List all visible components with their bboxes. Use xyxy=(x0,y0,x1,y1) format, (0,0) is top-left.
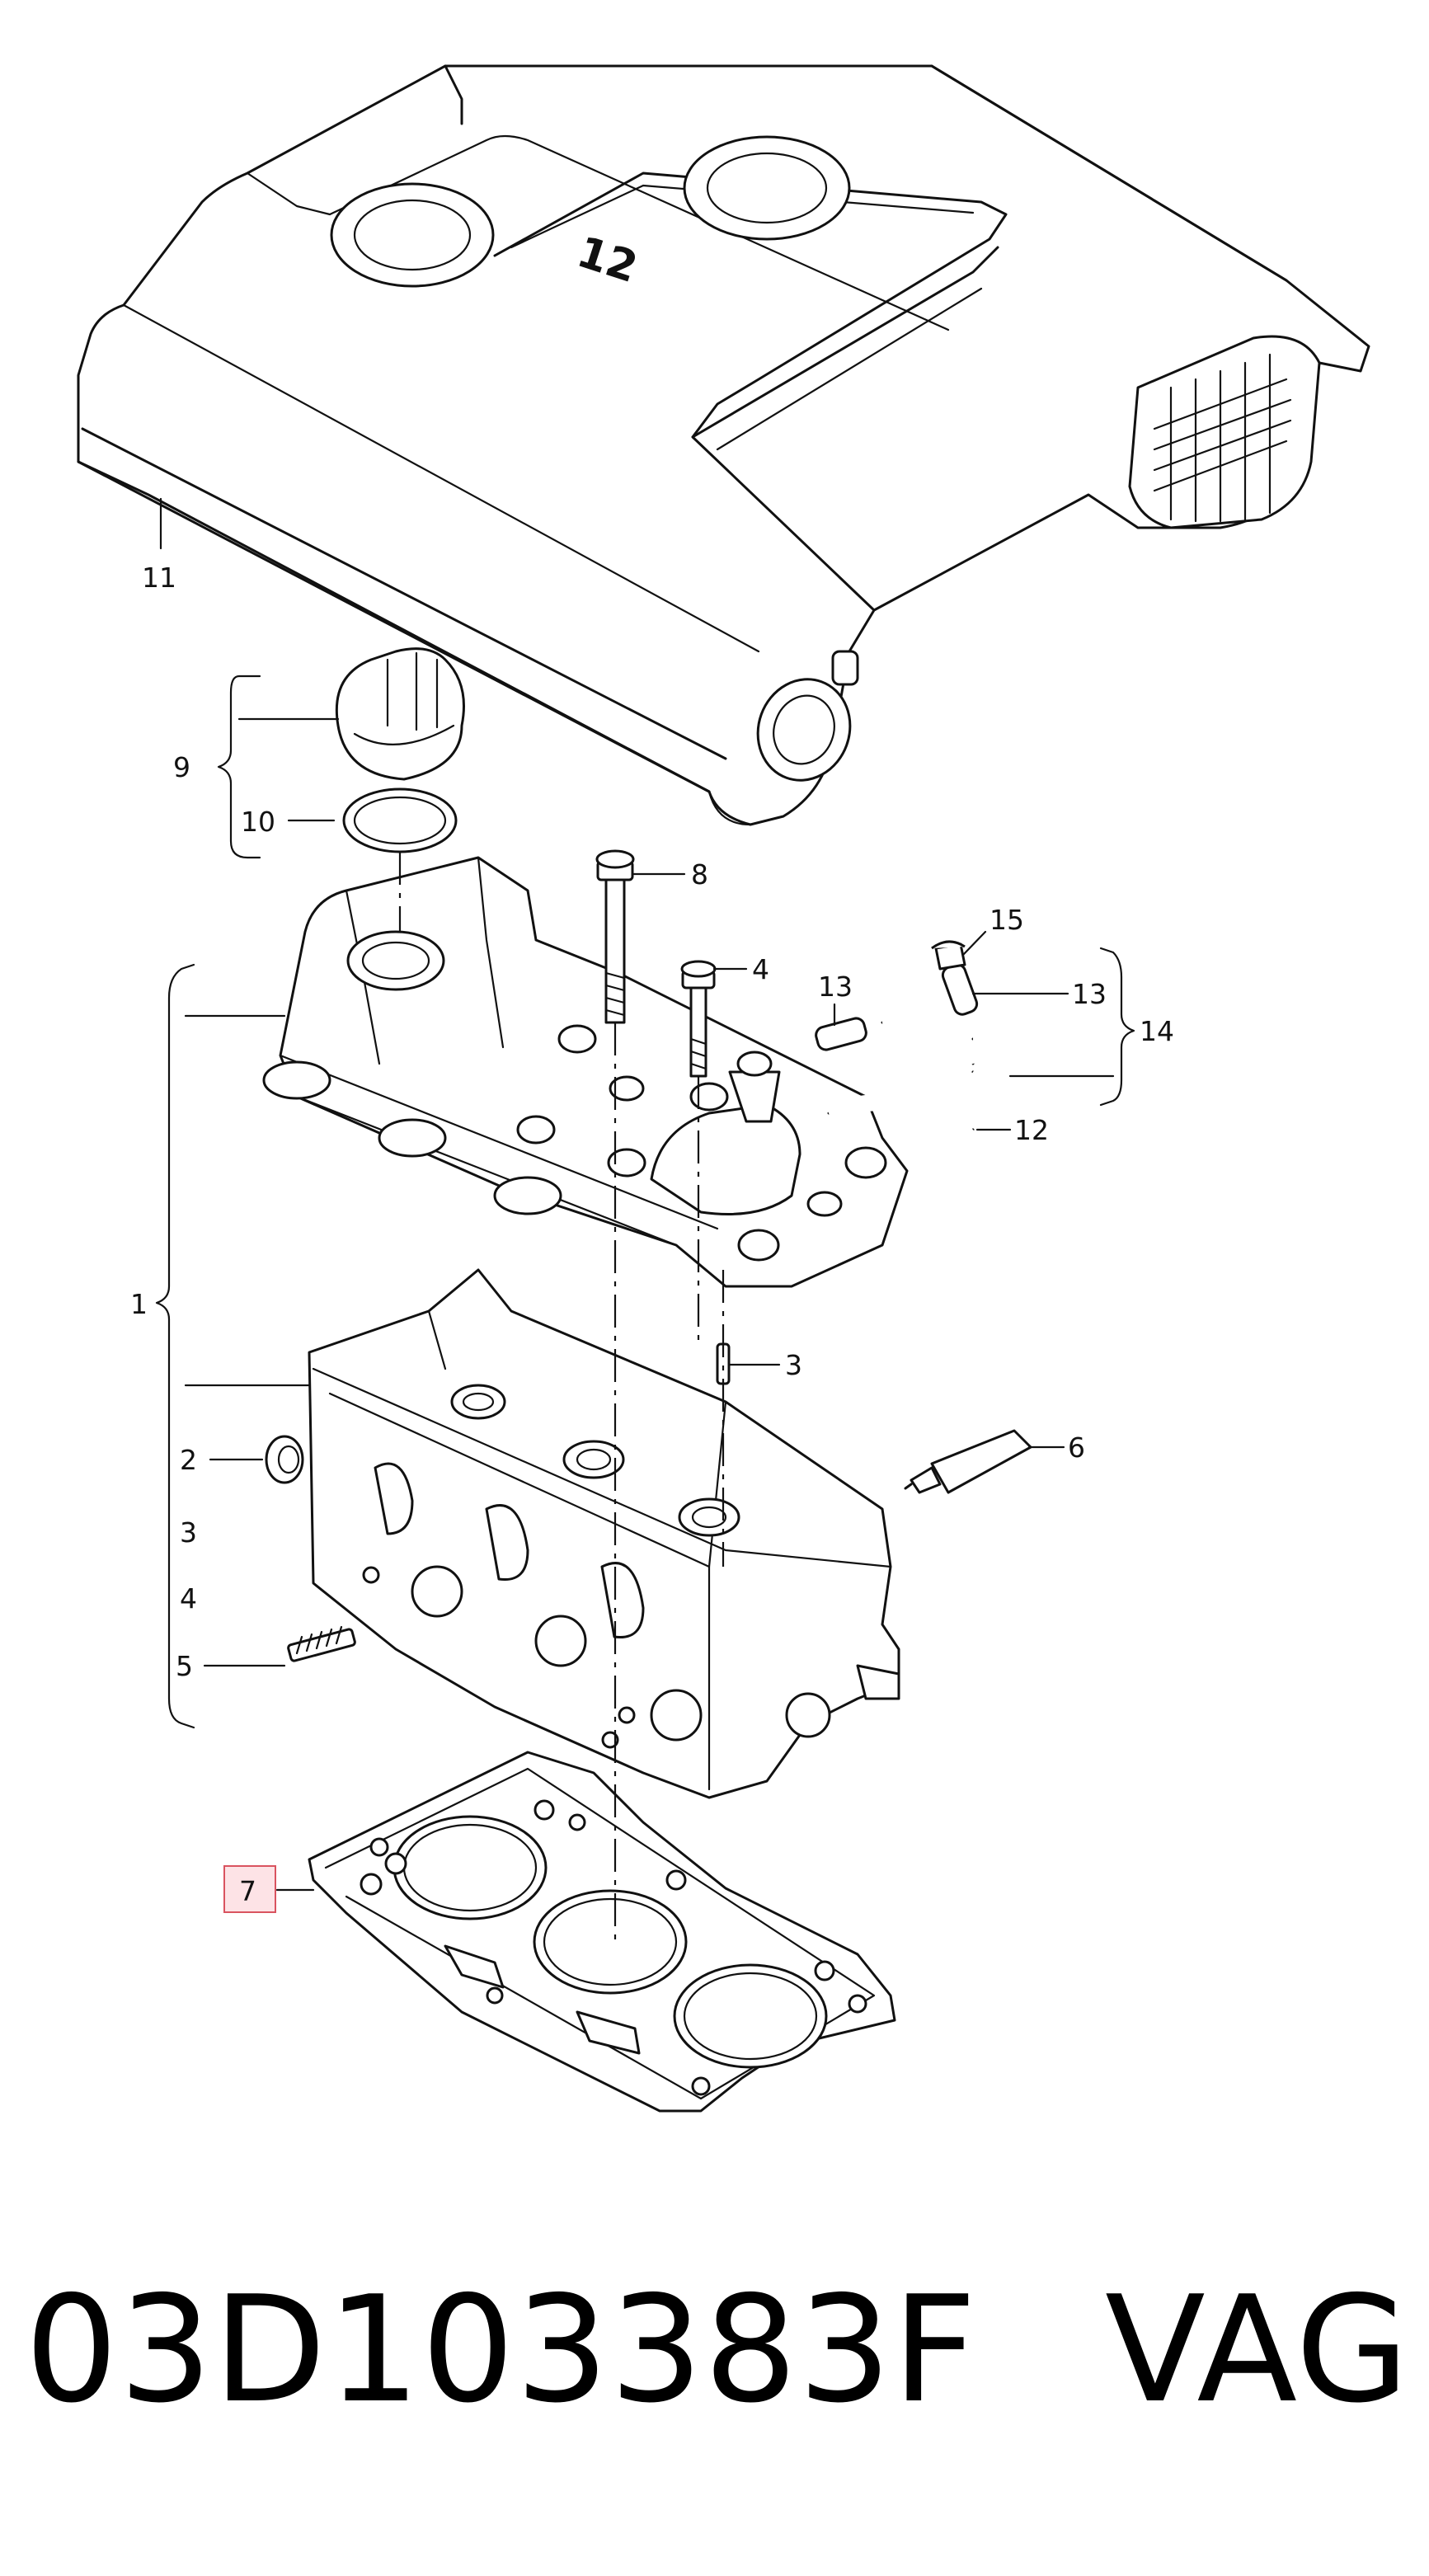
callout-2: 2 xyxy=(180,1444,197,1476)
callout-6: 6 xyxy=(1068,1431,1085,1464)
callout-8: 8 xyxy=(691,858,708,891)
callout-9: 9 xyxy=(173,751,190,783)
highlight-box-7 xyxy=(223,1865,276,1913)
callout-12: 12 xyxy=(1014,1114,1049,1146)
callout-14: 14 xyxy=(1140,1015,1174,1047)
callout-10: 10 xyxy=(241,806,275,838)
engine-cover: 12 xyxy=(77,64,1370,826)
callout-11: 11 xyxy=(142,562,176,594)
callout-3-left: 3 xyxy=(180,1516,197,1549)
callout-7: 7 xyxy=(239,1875,256,1907)
seal-2 xyxy=(265,1435,304,1484)
callout-13-left: 13 xyxy=(818,971,853,1003)
assembly-center-lines xyxy=(398,852,725,1946)
callout-leaders xyxy=(155,497,1135,1892)
callout-1: 1 xyxy=(130,1288,148,1320)
cylinder-head-cover xyxy=(262,856,909,1288)
oil-filler-cap xyxy=(335,647,465,853)
part-caption: 03D103383F VAG xyxy=(25,2259,1410,2441)
callout-15: 15 xyxy=(989,904,1024,936)
sealant-tube-6 xyxy=(904,1429,1032,1494)
callout-5: 5 xyxy=(176,1650,193,1682)
brand-name: VAG xyxy=(1105,2264,1410,2435)
callout-3-upper: 3 xyxy=(785,1349,802,1381)
callout-4-upper: 4 xyxy=(752,953,769,985)
part-number: 03D103383F xyxy=(25,2264,978,2435)
stud-5 xyxy=(287,1625,356,1662)
bolt-4 xyxy=(680,960,717,1078)
cylinder-head-gasket xyxy=(308,1751,896,2113)
callout-13-right: 13 xyxy=(1072,978,1107,1010)
breather-hoses xyxy=(815,940,1013,1145)
callout-labels: 11 9 10 1 2 3 4 5 7 8 4 3 6 15 13 13 14 … xyxy=(130,562,1174,1907)
cylinder-head xyxy=(308,1268,900,1799)
callout-4-left: 4 xyxy=(180,1582,197,1615)
